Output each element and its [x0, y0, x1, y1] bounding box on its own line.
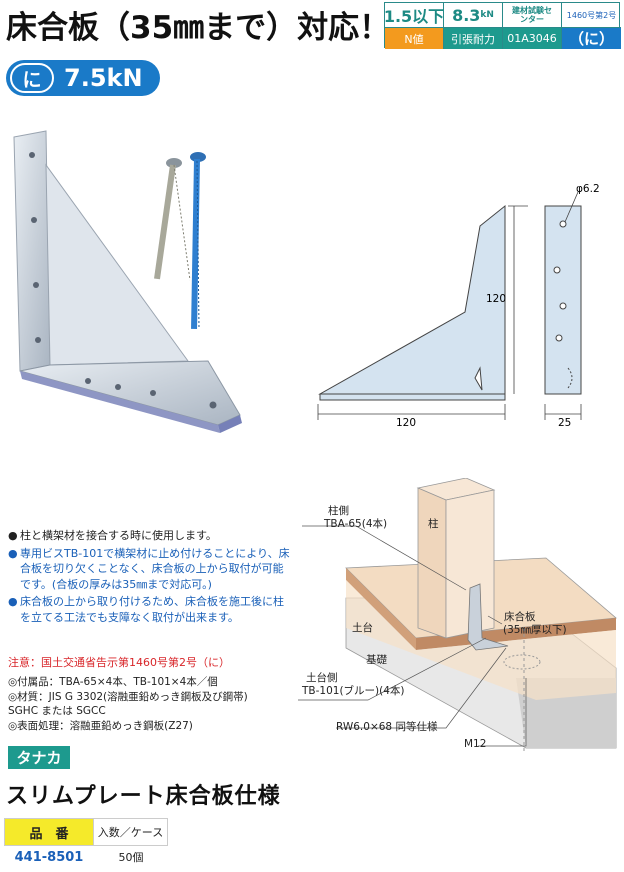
- bolt-label: M12: [464, 738, 487, 750]
- drawing-width: 120: [396, 417, 416, 428]
- sill-label: 土台: [352, 622, 373, 634]
- drawing-hole: φ6.2: [576, 183, 600, 195]
- foundation-label: 基礎: [366, 654, 387, 666]
- bullet-dot: ●: [8, 595, 18, 608]
- table-row: 441-8501 50個: [4, 846, 168, 868]
- header-code: 品 番: [4, 818, 94, 846]
- test-number: 01A3046: [503, 28, 562, 49]
- note-material-grade: SGHC または SGCC: [8, 705, 106, 717]
- tension-unit: kN: [480, 10, 494, 20]
- n-value: 1.5以下: [384, 3, 444, 28]
- product-photo: [13, 130, 242, 433]
- feature-text: 床合板の上から取り付けるため、床合板を施工後に柱を立てる工法でも支障なく取付が出…: [20, 595, 284, 624]
- case-qty: 50個: [118, 851, 144, 864]
- feature-list: ●柱と横架材を接合する時に使用します。 ●専用ビスTB-101で横架材に止め付け…: [8, 528, 290, 627]
- note-material: ◎材質：JIS G 3302(溶融亜鉛めっき鋼板及び鋼帯): [8, 690, 248, 703]
- installation-diagram: [298, 478, 617, 752]
- screw-tba65-icon: [154, 158, 191, 281]
- floor-plate-label: 床合板: [504, 611, 536, 623]
- feature-text: 専用ビスTB-101で横架材に止め付けることにより、床合板を切り欠くことなく、床…: [20, 546, 290, 591]
- column-side-label: 柱側: [328, 505, 349, 517]
- product-code: 441-8501: [14, 849, 84, 865]
- strength-badge: に 7.5kN: [6, 60, 160, 96]
- tension-label: 引張耐力: [444, 28, 503, 49]
- headline: 床合板（35㎜まで）対応！: [6, 10, 391, 46]
- class-label: （に）: [562, 28, 621, 49]
- sill-side-label: 土台側: [306, 672, 338, 684]
- feature-item: ●柱と横架材を接合する時に使用します。: [8, 528, 290, 544]
- notice: 注意：国土交通省告示第1460号第2号（に）: [8, 656, 230, 669]
- note-accessories: ◎付属品：TBA-65×4本、TB-101×4本／個: [8, 676, 218, 688]
- bullet-dot: ●: [8, 529, 18, 542]
- column-screw-label: TBA-65(4本): [324, 518, 388, 530]
- header-qty: 入数／ケース: [94, 818, 168, 846]
- drawing-depth: 25: [558, 417, 571, 428]
- order-table: 品 番 入数／ケース 441-8501 50個: [4, 818, 168, 868]
- order-header: 品 番 入数／ケース: [4, 818, 168, 846]
- sill-screw-label: TB-101(ブルー)(4本): [302, 685, 405, 697]
- feature-item: ●専用ビスTB-101で横架材に止め付けることにより、床合板を切り欠くことなく、…: [8, 546, 290, 593]
- n-label: N値: [385, 28, 444, 49]
- floor-thickness-label: (35㎜厚以下): [503, 624, 567, 636]
- dimension-drawing: 120 120 φ6.2 25: [317, 183, 600, 428]
- feature-item: ●床合板の上から取り付けるため、床合板を施工後に柱を立てる工法でも支障なく取付が…: [8, 594, 290, 625]
- drawing-height: 120: [486, 293, 506, 305]
- bullet-dot: ●: [8, 546, 18, 560]
- notice-number: 1460号第2号: [562, 3, 621, 28]
- rw-label: RW6.0×68 同等仕様: [336, 721, 438, 733]
- product-name: スリムプレート床合板仕様: [6, 784, 281, 809]
- feature-text: 柱と横架材を接合する時に使用します。: [20, 529, 217, 542]
- test-center: 建材試験センター: [503, 3, 562, 28]
- tension-number: 8.3: [452, 5, 481, 25]
- note-finish: ◎表面処理：溶融亜鉛めっき鋼板(Z27): [8, 719, 193, 732]
- column-label: 柱: [428, 518, 439, 530]
- spec-notes: ◎付属品：TBA-65×4本、TB-101×4本／個 ◎材質：JIS G 330…: [8, 675, 248, 733]
- badge-value: 7.5kN: [64, 64, 143, 92]
- maker-label: タナカ: [8, 746, 70, 769]
- badge-class: に: [10, 63, 54, 93]
- screw-tb101-icon: [190, 152, 206, 330]
